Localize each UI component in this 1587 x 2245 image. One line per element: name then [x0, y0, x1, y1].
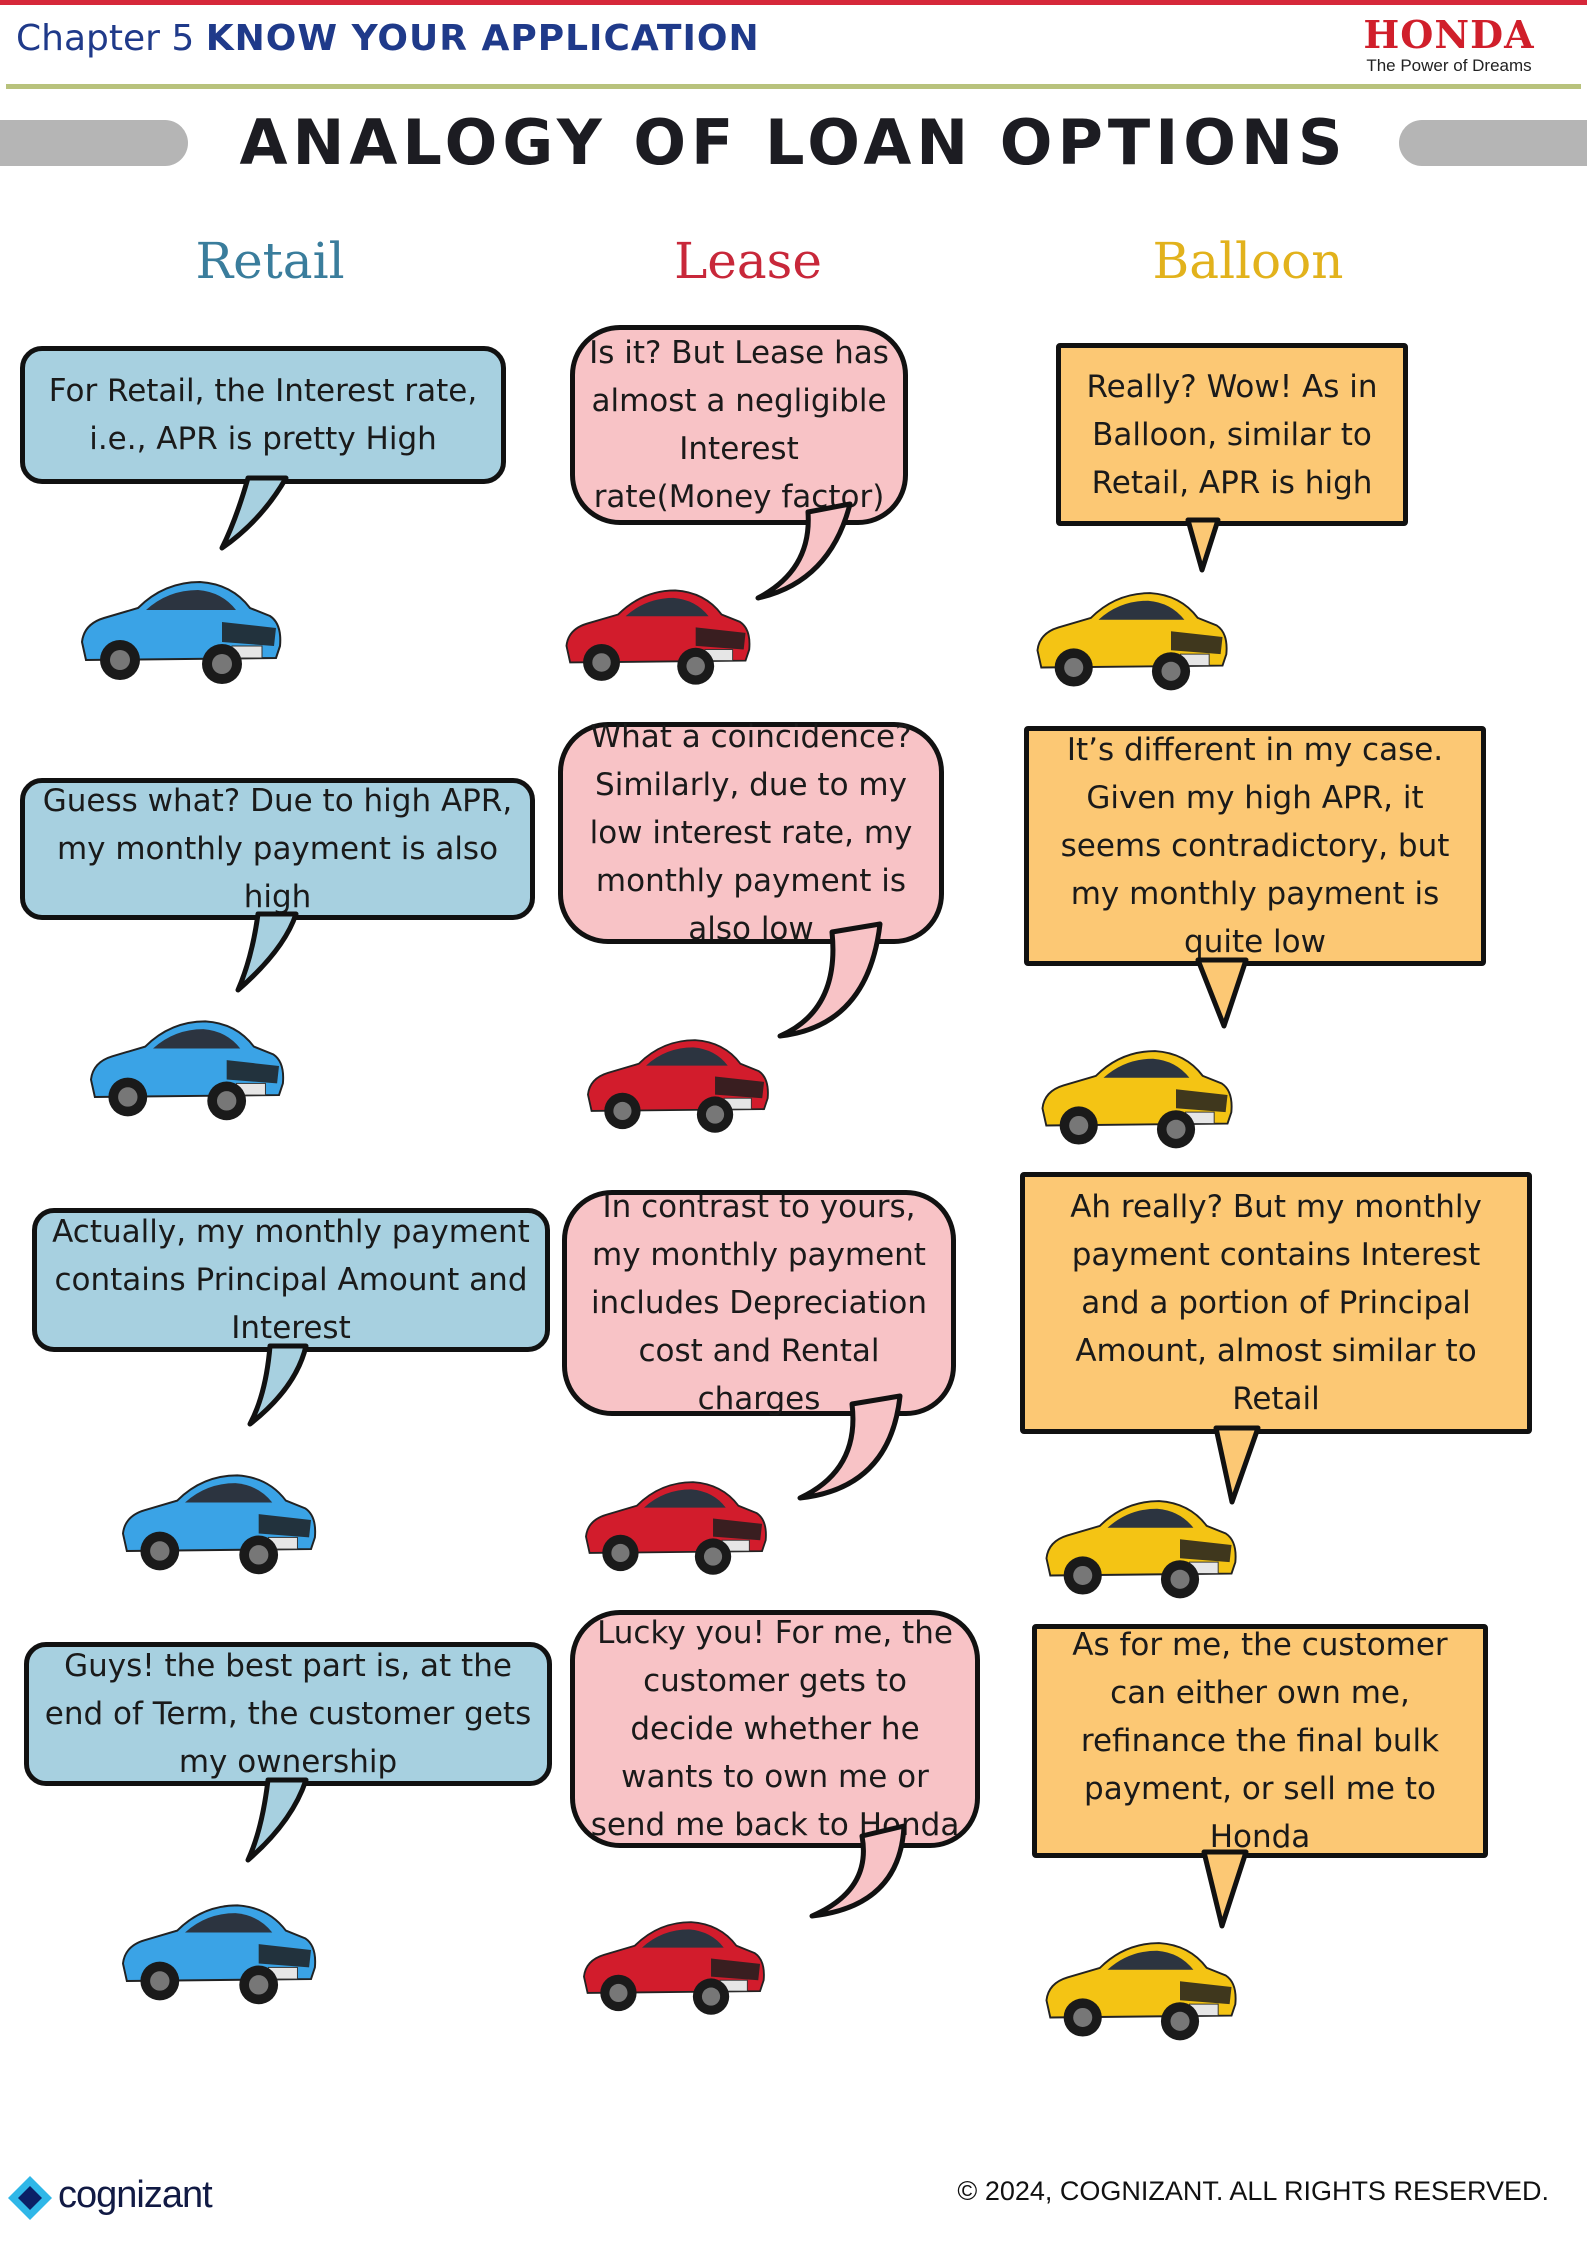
tail-balloon-3	[1213, 1425, 1261, 1505]
tail-balloon-2	[1195, 957, 1249, 1029]
car-balloon-3	[1045, 1500, 1237, 1600]
column-heading-balloon: Balloon	[1152, 232, 1344, 290]
car-retail-4	[122, 1904, 317, 2006]
chapter-title: KNOW YOUR APPLICATION	[205, 18, 760, 59]
bubble-text: It’s different in my case. Given my high…	[1060, 732, 1450, 960]
tail-balloon-4	[1201, 1849, 1249, 1929]
car-balloon-2	[1041, 1050, 1233, 1150]
brand-logo-text: HONDA	[1363, 12, 1535, 57]
honda-logo: HONDA The Power of Dreams	[1329, 14, 1569, 76]
bubble-text: What a coincidence? Similarly, due to my…	[589, 719, 913, 947]
copyright-notice: © 2024, COGNIZANT. ALL RIGHTS RESERVED.	[957, 2176, 1549, 2206]
speech-bubble-retail-1: For Retail, the Interest rate, i.e., APR…	[20, 346, 506, 484]
car-retail-3	[122, 1474, 317, 1576]
brand-tagline: The Power of Dreams	[1366, 56, 1532, 75]
cognizant-wordmark: cognizant	[58, 2174, 213, 2216]
speech-bubble-balloon-2: It’s different in my case. Given my high…	[1024, 726, 1486, 966]
bubble-text: As for me, the customer can either own m…	[1072, 1627, 1448, 1855]
bubble-text: In contrast to yours, my monthly payment…	[590, 1189, 928, 1417]
tail-lease-2	[777, 921, 883, 1039]
bubble-text: Guys! the best part is, at the end of Te…	[44, 1648, 532, 1780]
car-lease-1	[565, 589, 751, 686]
bubble-text: Ah really? But my monthly payment contai…	[1070, 1189, 1482, 1417]
tail-retail-3	[247, 1343, 309, 1427]
car-lease-3	[585, 1481, 767, 1576]
top-red-rule	[0, 0, 1587, 5]
speech-bubble-retail-4: Guys! the best part is, at the end of Te…	[24, 1642, 552, 1786]
tail-retail-2	[235, 911, 299, 993]
tail-retail-1	[219, 475, 289, 551]
chapter-number: Chapter 5	[16, 18, 195, 59]
car-balloon-4	[1045, 1942, 1237, 2042]
speech-bubble-balloon-1: Really? Wow! As in Balloon, similar to R…	[1056, 343, 1408, 526]
column-heading-lease: Lease	[674, 232, 822, 290]
car-balloon-1	[1036, 592, 1228, 692]
tail-lease-4	[809, 1823, 907, 1919]
page-title: ANALOGY OF LOAN OPTIONS	[239, 106, 1348, 179]
banner-bar-right	[1399, 120, 1587, 166]
speech-bubble-balloon-3: Ah really? But my monthly payment contai…	[1020, 1172, 1532, 1434]
speech-bubble-retail-3: Actually, my monthly payment contains Pr…	[32, 1208, 550, 1352]
banner-bar-left	[0, 120, 188, 166]
chapter-heading: Chapter 5 KNOW YOUR APPLICATION	[16, 18, 760, 59]
bubble-text: Really? Wow! As in Balloon, similar to R…	[1086, 368, 1378, 501]
cognizant-mark-icon	[8, 2176, 52, 2220]
car-retail-1	[81, 581, 282, 685]
speech-bubble-balloon-4: As for me, the customer can either own m…	[1032, 1624, 1488, 1858]
tail-balloon-1	[1185, 517, 1221, 573]
bubble-text: Is it? But Lease has almost a negligible…	[589, 335, 889, 515]
tail-lease-3	[797, 1393, 903, 1501]
bubble-text: Guess what? Due to high APR, my monthly …	[42, 783, 513, 915]
tail-lease-1	[755, 501, 853, 601]
car-lease-4	[583, 1921, 765, 2016]
speech-bubble-lease-4: Lucky you! For me, the customer gets to …	[570, 1610, 980, 1848]
cognizant-logo: cognizant	[6, 2172, 266, 2222]
speech-bubble-lease-2: What a coincidence? Similarly, due to my…	[558, 719, 944, 947]
speech-bubble-lease-3: In contrast to yours, my monthly payment…	[562, 1189, 956, 1417]
title-banner: ANALOGY OF LOAN OPTIONS	[0, 106, 1587, 179]
tail-retail-4	[245, 1777, 309, 1863]
speech-bubble-retail-2: Guess what? Due to high APR, my monthly …	[20, 778, 535, 920]
bubble-text: Actually, my monthly payment contains Pr…	[52, 1214, 530, 1346]
bubble-text: For Retail, the Interest rate, i.e., APR…	[48, 373, 478, 457]
column-heading-retail: Retail	[195, 232, 345, 290]
car-retail-2	[90, 1020, 285, 1122]
header-divider	[6, 84, 1581, 89]
car-lease-2	[587, 1039, 769, 1134]
speech-bubble-lease-1: Is it? But Lease has almost a negligible…	[570, 325, 908, 525]
